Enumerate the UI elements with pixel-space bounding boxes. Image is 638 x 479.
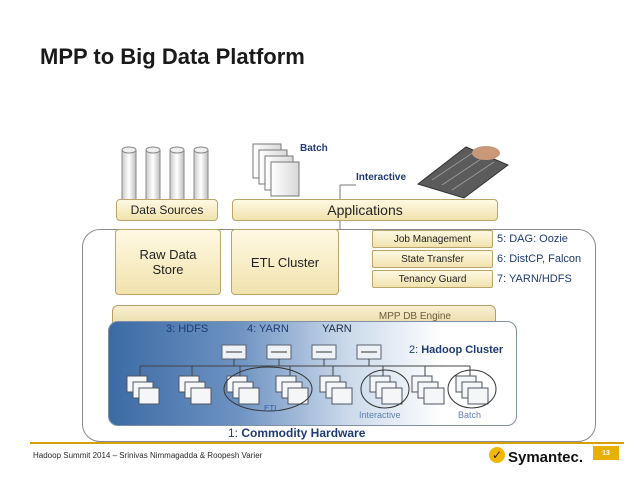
interactive-group-ring	[360, 369, 410, 409]
hadoop-cluster-name: Hadoop Cluster	[421, 344, 504, 356]
keyboard-icon	[416, 146, 509, 199]
server-stack-icon	[411, 375, 445, 405]
legend-item-5: 5: DAG: Oozie	[497, 233, 568, 245]
mpp-db-engine-label: MPP DB Engine	[378, 311, 451, 322]
hadoop-cluster-box	[108, 321, 517, 426]
symantec-check-icon: ✓	[489, 447, 505, 463]
yarn-small-label: YARN	[322, 323, 352, 335]
hdfs-label: 3: HDFS	[166, 323, 209, 335]
etl-group-ring	[223, 366, 313, 412]
state-transfer-box: State Transfer	[372, 250, 493, 268]
server-icon	[221, 344, 247, 360]
page-number: 13	[593, 446, 619, 460]
footer-text: Hadoop Summit 2014 – Srinivas Nimmagadda…	[33, 451, 263, 460]
server-stack-icon	[319, 375, 353, 405]
hadoop-cluster-label: 2: Hadoop Cluster	[409, 344, 503, 356]
commodity-hardware-label: 1: Commodity Hardware	[228, 426, 365, 440]
server-icon	[311, 344, 337, 360]
hadoop-cluster-number: 2:	[409, 344, 422, 356]
raw-data-store-line1: Raw Data	[139, 247, 197, 262]
job-management-box: Job Management	[372, 230, 493, 248]
footer-divider	[30, 442, 624, 444]
server-icon	[356, 344, 382, 360]
interactive-group-label: Interactive	[359, 410, 401, 420]
batch-label: Batch	[300, 143, 328, 154]
applications-box: Applications	[232, 199, 498, 221]
batch-group-label: Batch	[458, 410, 482, 420]
commodity-number: 1:	[228, 426, 242, 440]
symantec-logo: Symantec.	[508, 449, 584, 466]
etl-cluster-box: ETL Cluster	[231, 229, 339, 295]
etl-label: ETL	[264, 404, 279, 413]
server-stack-icon	[126, 375, 160, 405]
server-stack-icon	[275, 375, 309, 405]
data-sources-box: Data Sources	[116, 199, 218, 221]
batch-documents-icon	[252, 143, 300, 197]
batch-group-ring	[447, 369, 497, 409]
data-source-cylinders	[121, 146, 209, 201]
interactive-label: Interactive	[356, 172, 407, 183]
server-stack-icon	[178, 375, 212, 405]
raw-data-store-box: Raw Data Store	[115, 229, 221, 295]
server-stack-icon	[369, 375, 403, 405]
legend-item-7: 7: YARN/HDFS	[497, 273, 572, 285]
server-stack-icon	[455, 375, 489, 405]
commodity-name: Commodity Hardware	[241, 426, 366, 440]
server-icon	[266, 344, 292, 360]
legend-item-6: 6: DistCP, Falcon	[497, 253, 582, 265]
slide-title: MPP to Big Data Platform	[40, 44, 305, 69]
tenancy-guard-box: Tenancy Guard	[372, 270, 493, 288]
server-stack-icon	[226, 375, 260, 405]
yarn-label: 4: YARN	[247, 323, 289, 335]
raw-data-store-line2: Store	[152, 262, 184, 277]
